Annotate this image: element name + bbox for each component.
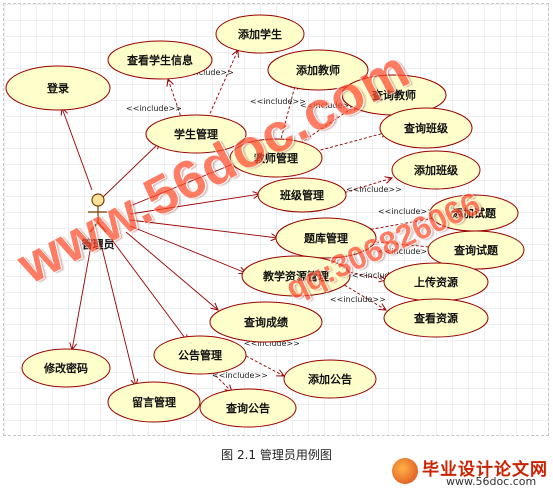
include-label: <<include>> [126,104,182,113]
use-case-class-mgmt [257,177,347,213]
actor-label: 管理员 [82,237,115,251]
use-case-add-teacher [267,49,369,91]
logo-site: www.56doc.com [446,475,537,488]
include-label: <<include>> [178,68,234,77]
use-case-add-student [215,14,305,54]
use-case-query-grades [209,301,323,343]
include-query-teacher [295,104,358,147]
use-case-label: 查看资源 [414,311,458,325]
assoc-change-password [72,239,93,350]
figure-caption: 图 2.1 管理员用例图 [221,448,332,462]
use-case-label: 查询试题 [454,243,499,257]
logo-name: 毕业设计论文网 [422,460,548,480]
actor-head [91,193,105,207]
use-case-label: 查询成绩 [244,315,288,329]
assoc-teacher-mgmt [129,162,238,207]
assoc-message-mgmt [99,239,136,386]
use-case-question-bank-mgmt [275,217,377,259]
use-case-resource-mgmt [241,255,351,297]
use-case-label: 添加教师 [296,63,340,77]
assoc-login [62,108,93,191]
include-add-class [339,178,392,195]
include-add-teacher [279,82,296,144]
use-case-label: 教师管理 [253,151,298,165]
use-case-label: 添加班级 [414,163,459,177]
include-label: <<include>> [244,339,300,348]
use-case-label: 添加试题 [452,206,497,220]
use-case-query-class [379,107,473,149]
include-add-notice [245,355,284,376]
include-add-student [207,50,238,119]
use-case-label: 公告管理 [178,348,222,362]
include-label: <<include>> [352,271,408,280]
actor-leg-left [89,221,99,233]
use-case-label: 查询教师 [372,88,416,102]
use-case-label: 修改密码 [43,361,88,375]
include-query-question [355,239,440,248]
site-logo: 毕业设计论文网 www.56doc.com [392,455,550,488]
include-label: <<include>> [250,97,306,106]
use-case-student-mgmt [145,114,247,154]
use-case-message-mgmt [107,381,201,423]
assoc-notice-mgmt [111,239,188,342]
use-case-label: 查看学生信息 [127,53,193,67]
use-case-view-student-info [107,40,213,80]
use-case-label: 题库管理 [304,231,348,245]
logo-mark-icon [392,458,418,484]
use-case-view-resource [383,298,489,338]
actor-admin [88,193,108,233]
use-case-label: 上传资源 [414,275,458,289]
include-label: <<include>> [330,295,386,304]
use-case-add-notice [283,359,377,399]
include-label: <<include>> [378,247,434,256]
use-case-label: 登录 [46,81,69,95]
use-case-label: 学生管理 [174,127,218,141]
assoc-query-grades [125,231,218,310]
use-case-notice-mgmt [153,335,247,375]
use-case-label: 查询公告 [226,401,270,415]
actor-leg-right [97,221,107,233]
use-case-change-password [21,348,111,388]
include-label: <<include>> [346,185,402,194]
use-case-query-question [427,230,525,270]
use-case-label: 教学资源管理 [262,269,329,283]
use-case-label: 添加学生 [238,27,282,41]
include-label: <<include>> [300,101,356,110]
use-case-label: 班级管理 [280,188,324,202]
use-case-add-class [391,150,481,190]
include-label: <<include>> [212,371,268,380]
use-case-teacher-mgmt [229,138,323,178]
use-case-query-notice [199,388,297,428]
assoc-question-bank [129,219,278,238]
use-case-label: 留言管理 [132,395,176,409]
assoc-resource-mgmt [129,225,246,273]
use-case-label: 添加公告 [308,372,352,386]
include-label: <<include>> [378,207,434,216]
assoc-class-mgmt [129,194,260,215]
include-query-class [305,132,388,155]
include-view-student-info [168,79,183,121]
assoc-student-mgmt [101,142,160,199]
use-case-login [5,65,111,111]
use-case-label: 查询班级 [404,121,449,135]
